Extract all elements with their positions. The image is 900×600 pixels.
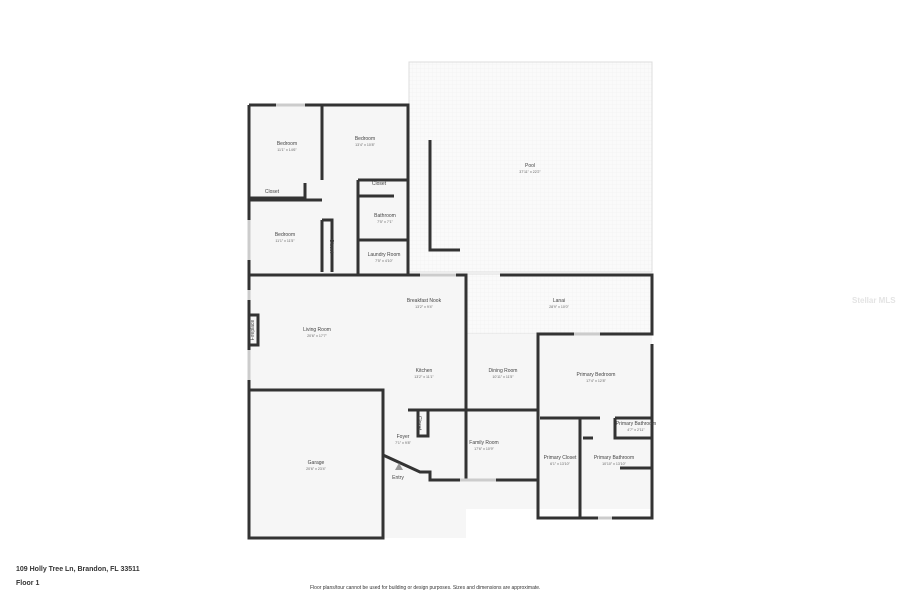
room-label: Primary Bedroom — [577, 372, 616, 378]
room-dimensions: 20'6" x 23'4" — [306, 467, 326, 471]
room-dimensions: 7'5" x 4'10" — [375, 259, 393, 263]
address: 109 Holly Tree Ln, Brandon, FL 33511 — [16, 566, 140, 573]
room-label: Entry — [392, 475, 404, 481]
pool-deck — [408, 61, 653, 273]
room-label: Fireplace — [250, 320, 256, 341]
floor-label: Floor 1 — [16, 580, 40, 587]
room-label: Bedroom — [355, 136, 375, 142]
room-dimensions: 6'1" x 13'10" — [550, 462, 570, 466]
room-dimensions: 17'4" x 12'8" — [586, 379, 606, 383]
room-label: Primary Bathroom — [594, 455, 634, 461]
room-label: Closet — [416, 416, 422, 431]
room-label: Bedroom — [277, 141, 297, 147]
room-dimensions: 11'1" x 14'6" — [277, 148, 297, 152]
room-dimensions: 13'2" x 9'4" — [415, 305, 433, 309]
room-dimensions: 7'1" x 9'8" — [395, 441, 411, 445]
room-label: Foyer — [397, 434, 410, 440]
room-label: Garage — [308, 460, 325, 466]
room-dimensions: 13'2" x 11'1" — [414, 375, 434, 379]
room-label: Closet — [328, 239, 334, 254]
room-label: Primary Closet — [544, 455, 577, 461]
room-label: Lanai — [553, 298, 565, 304]
lanai-area — [465, 273, 653, 335]
room-label: Laundry Room — [368, 252, 401, 258]
room-label: Closet — [265, 189, 280, 195]
room-dimensions: 10'10" x 13'10" — [602, 462, 626, 466]
room-dimensions: 20'6" x 17'7" — [307, 334, 327, 338]
room-label: Breakfast Nook — [407, 298, 442, 304]
room-label: Kitchen — [416, 368, 433, 374]
room-dimensions: 13'4" x 10'8" — [355, 143, 375, 147]
room-dimensions: 17'6" x 10'9" — [474, 447, 494, 451]
room-label: Family Room — [469, 440, 498, 446]
room-label: Dining Room — [489, 368, 518, 374]
room-label: Living Room — [303, 327, 331, 333]
room-label: Bathroom — [374, 213, 396, 219]
room-dimensions: 28'9" x 10'0" — [549, 305, 569, 309]
watermark: Stellar MLS — [852, 296, 896, 305]
entry-arrow-icon — [395, 463, 403, 470]
room-dimensions: 4'7" x 2'11" — [627, 428, 645, 432]
room-dimensions: 11'1" x 11'5" — [275, 239, 295, 243]
room-label: Pool — [525, 163, 535, 169]
room-label: Bedroom — [275, 232, 295, 238]
disclaimer: Floor plans/tour cannot be used for buil… — [310, 585, 541, 591]
room-dimensions: 10'11" x 11'5" — [492, 375, 514, 379]
room-dimensions: 37'11" x 22'2" — [519, 170, 541, 174]
room-label: Primary Bathroom — [616, 421, 656, 427]
room-dimensions: 7'5" x 7'1" — [377, 220, 393, 224]
fireplace — [247, 313, 260, 347]
room-label: Closet — [372, 181, 387, 187]
